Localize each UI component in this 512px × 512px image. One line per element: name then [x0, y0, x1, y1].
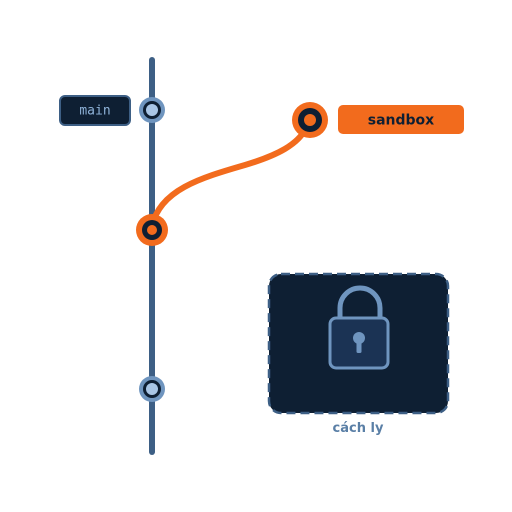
- isolation-label: cách ly: [333, 421, 384, 436]
- main-branch-tag: main: [59, 95, 131, 126]
- sandbox-branch-label: sandbox: [368, 113, 434, 129]
- sandbox-branch-tag: sandbox: [338, 105, 464, 134]
- sandbox-branch-curve: [149, 121, 311, 229]
- main-branch-label: main: [79, 104, 110, 119]
- lock-icon: [328, 285, 390, 370]
- main-commit-node-bottom: [139, 376, 165, 402]
- branch-point-node: [136, 214, 168, 246]
- sandbox-head-node: [292, 102, 328, 138]
- main-commit-node-top: [139, 97, 165, 123]
- isolation-box: [267, 272, 450, 415]
